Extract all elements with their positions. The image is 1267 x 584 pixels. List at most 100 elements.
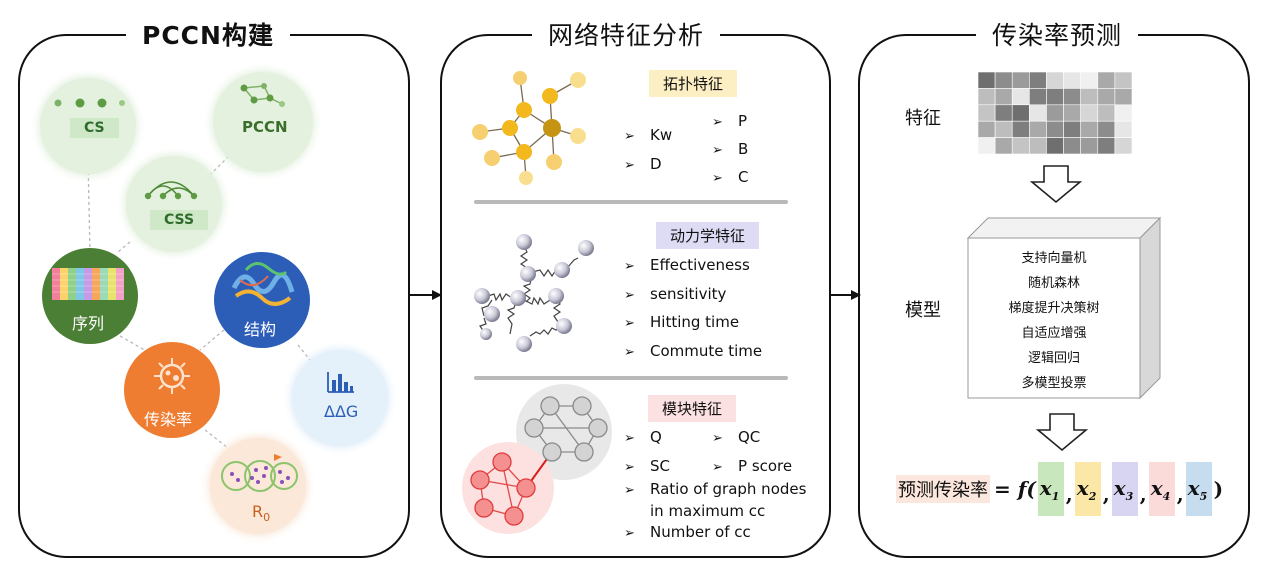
formula-var-2: x2 — [1074, 462, 1101, 516]
model-item-gbdt: 梯度提升决策树 — [1008, 301, 1100, 316]
heatmap-cell — [1080, 137, 1099, 155]
model-item-rf: 随机森林 — [1027, 276, 1080, 291]
module-item-label: in maximum cc — [650, 502, 766, 520]
heatmap-cell — [1029, 71, 1047, 89]
heatmap-cell — [977, 71, 996, 89]
heatmap-cell — [994, 104, 1013, 122]
heatmap-cell — [1046, 104, 1064, 122]
heatmap-cell — [994, 137, 1013, 155]
heatmap-cell — [994, 120, 1013, 138]
css-arcs-icon — [144, 181, 198, 200]
heatmap-cell — [1011, 71, 1030, 89]
heatmap-cell — [994, 88, 1013, 106]
heatmap-cell — [1097, 88, 1116, 106]
heatmap-cell — [977, 104, 996, 122]
dynamics-item-label: Effectiveness — [650, 256, 750, 274]
topology-feature-chip: 拓扑特征 — [649, 70, 738, 97]
protein-structure-icon — [231, 262, 295, 306]
arrow-left-to-middle — [408, 290, 442, 300]
module-network-icon — [462, 384, 612, 534]
heatmap-cell — [1011, 137, 1030, 155]
heatmap-cell — [1097, 137, 1116, 155]
bullet-icon: ➢ — [624, 129, 635, 144]
section-divider — [474, 376, 788, 380]
formula-var-5: x5 — [1185, 462, 1212, 516]
sequence-label: 序列 — [72, 314, 105, 333]
dynamics-list: ➢Effectiveness ➢sensitivity ➢Hitting tim… — [624, 252, 762, 366]
formula-vars: x1,x2,x3,x4,x5 — [1036, 462, 1214, 516]
module-item-pscore: ➢P score — [712, 453, 792, 482]
model-item-svm: 支持向量机 — [1021, 251, 1087, 266]
structure-label: 结构 — [244, 320, 277, 339]
topology-item-label: D — [650, 154, 662, 173]
predict-label: 预测传染率 — [896, 475, 990, 503]
module-item-qc: ➢QC — [712, 424, 792, 453]
ddg-node — [292, 350, 388, 446]
model-item-adaboost: 自适应增强 — [1021, 326, 1087, 341]
heatmap-cell — [1080, 88, 1099, 106]
module-list-col1: ➢Q ➢SC — [624, 424, 670, 481]
cs-dots-icon — [54, 98, 125, 108]
css-label: CSS — [150, 210, 209, 230]
formula-var-3: x3 — [1111, 462, 1138, 516]
formula-close: ) — [1213, 477, 1224, 501]
dynamics-item: ➢ Commute time — [624, 338, 762, 367]
dynamics-item: ➢ Effectiveness — [624, 252, 762, 281]
module-list-ratio: ➢Ratio of graph nodes in maximum cc — [624, 479, 806, 521]
module-item-sc: ➢SC — [624, 453, 670, 482]
r0-main: R — [252, 502, 264, 521]
prediction-formula: 预测传染率 = f( x1,x2,x3,x4,x5 ) — [896, 462, 1223, 516]
heatmap-cell — [1011, 88, 1030, 106]
module-list-col2: ➢QC ➢P score — [712, 424, 792, 481]
css-node — [126, 156, 222, 252]
bullet-icon: ➢ — [624, 526, 635, 541]
topology-item-d: ➢D — [624, 151, 672, 180]
heatmap-cell — [1063, 71, 1081, 89]
model-item-lr: 逻辑回归 — [1027, 351, 1080, 366]
bullet-icon: ➢ — [624, 344, 635, 360]
dynamics-item: ➢sensitivity — [624, 281, 762, 310]
bullet-icon: ➢ — [712, 431, 723, 446]
heatmap-cell — [994, 71, 1013, 89]
ddg-label: ΔΔG — [324, 402, 359, 421]
heatmap-cell — [1114, 104, 1133, 122]
heatmap-cell — [1046, 137, 1064, 155]
panel-title-prediction: 传染率预测 — [976, 16, 1139, 52]
heatmap-cell — [1097, 104, 1116, 122]
model-list: 支持向量机 随机森林 梯度提升决策树 自适应增强 逻辑回归 多模型投票 — [968, 246, 1140, 396]
heatmap-cell — [1114, 137, 1133, 155]
topology-list-col1: ➢Kw ➢D — [624, 122, 672, 179]
bullet-icon: ➢ — [624, 259, 635, 274]
formula-var-1: x1 — [1037, 462, 1064, 516]
heatmap-cell — [1029, 137, 1047, 155]
heatmap-cell — [1114, 71, 1133, 89]
formula-eq: = f( — [994, 477, 1036, 501]
bullet-icon: ➢ — [712, 115, 723, 130]
bullet-icon: ➢ — [624, 316, 635, 331]
module-item-label: SC — [650, 456, 670, 475]
heatmap-cell — [977, 120, 996, 138]
pccn-network-icon — [240, 83, 285, 107]
heatmap-cell — [1029, 104, 1047, 122]
heatmap-cell — [1029, 120, 1047, 138]
feature-label: 特征 — [905, 108, 941, 129]
topology-item-c: ➢C — [712, 164, 748, 192]
bullet-icon: ➢ — [624, 431, 635, 446]
model-box-3d — [966, 216, 1162, 400]
dynamics-feature-chip: 动力学特征 — [656, 222, 760, 249]
model-label: 模型 — [905, 300, 941, 321]
dynamics-spring-network-icon — [474, 234, 594, 352]
bullet-icon: ➢ — [624, 483, 635, 498]
heatmap-cell — [1063, 120, 1081, 138]
bar-chart-icon — [327, 372, 354, 393]
bullet-icon: ➢ — [712, 459, 723, 475]
heatmap-cell — [1097, 71, 1116, 89]
module-item-q: ➢Q — [624, 424, 670, 453]
module-item-ratio: ➢Ratio of graph nodes — [624, 479, 806, 501]
heatmap-cell — [1114, 88, 1133, 106]
panel-title-pccn: PCCN构建 — [126, 16, 290, 52]
dynamics-item-label: Commute time — [650, 341, 763, 360]
bullet-icon: ➢ — [712, 171, 723, 186]
section-divider — [474, 200, 788, 204]
dynamics-item-label: sensitivity — [650, 284, 727, 303]
